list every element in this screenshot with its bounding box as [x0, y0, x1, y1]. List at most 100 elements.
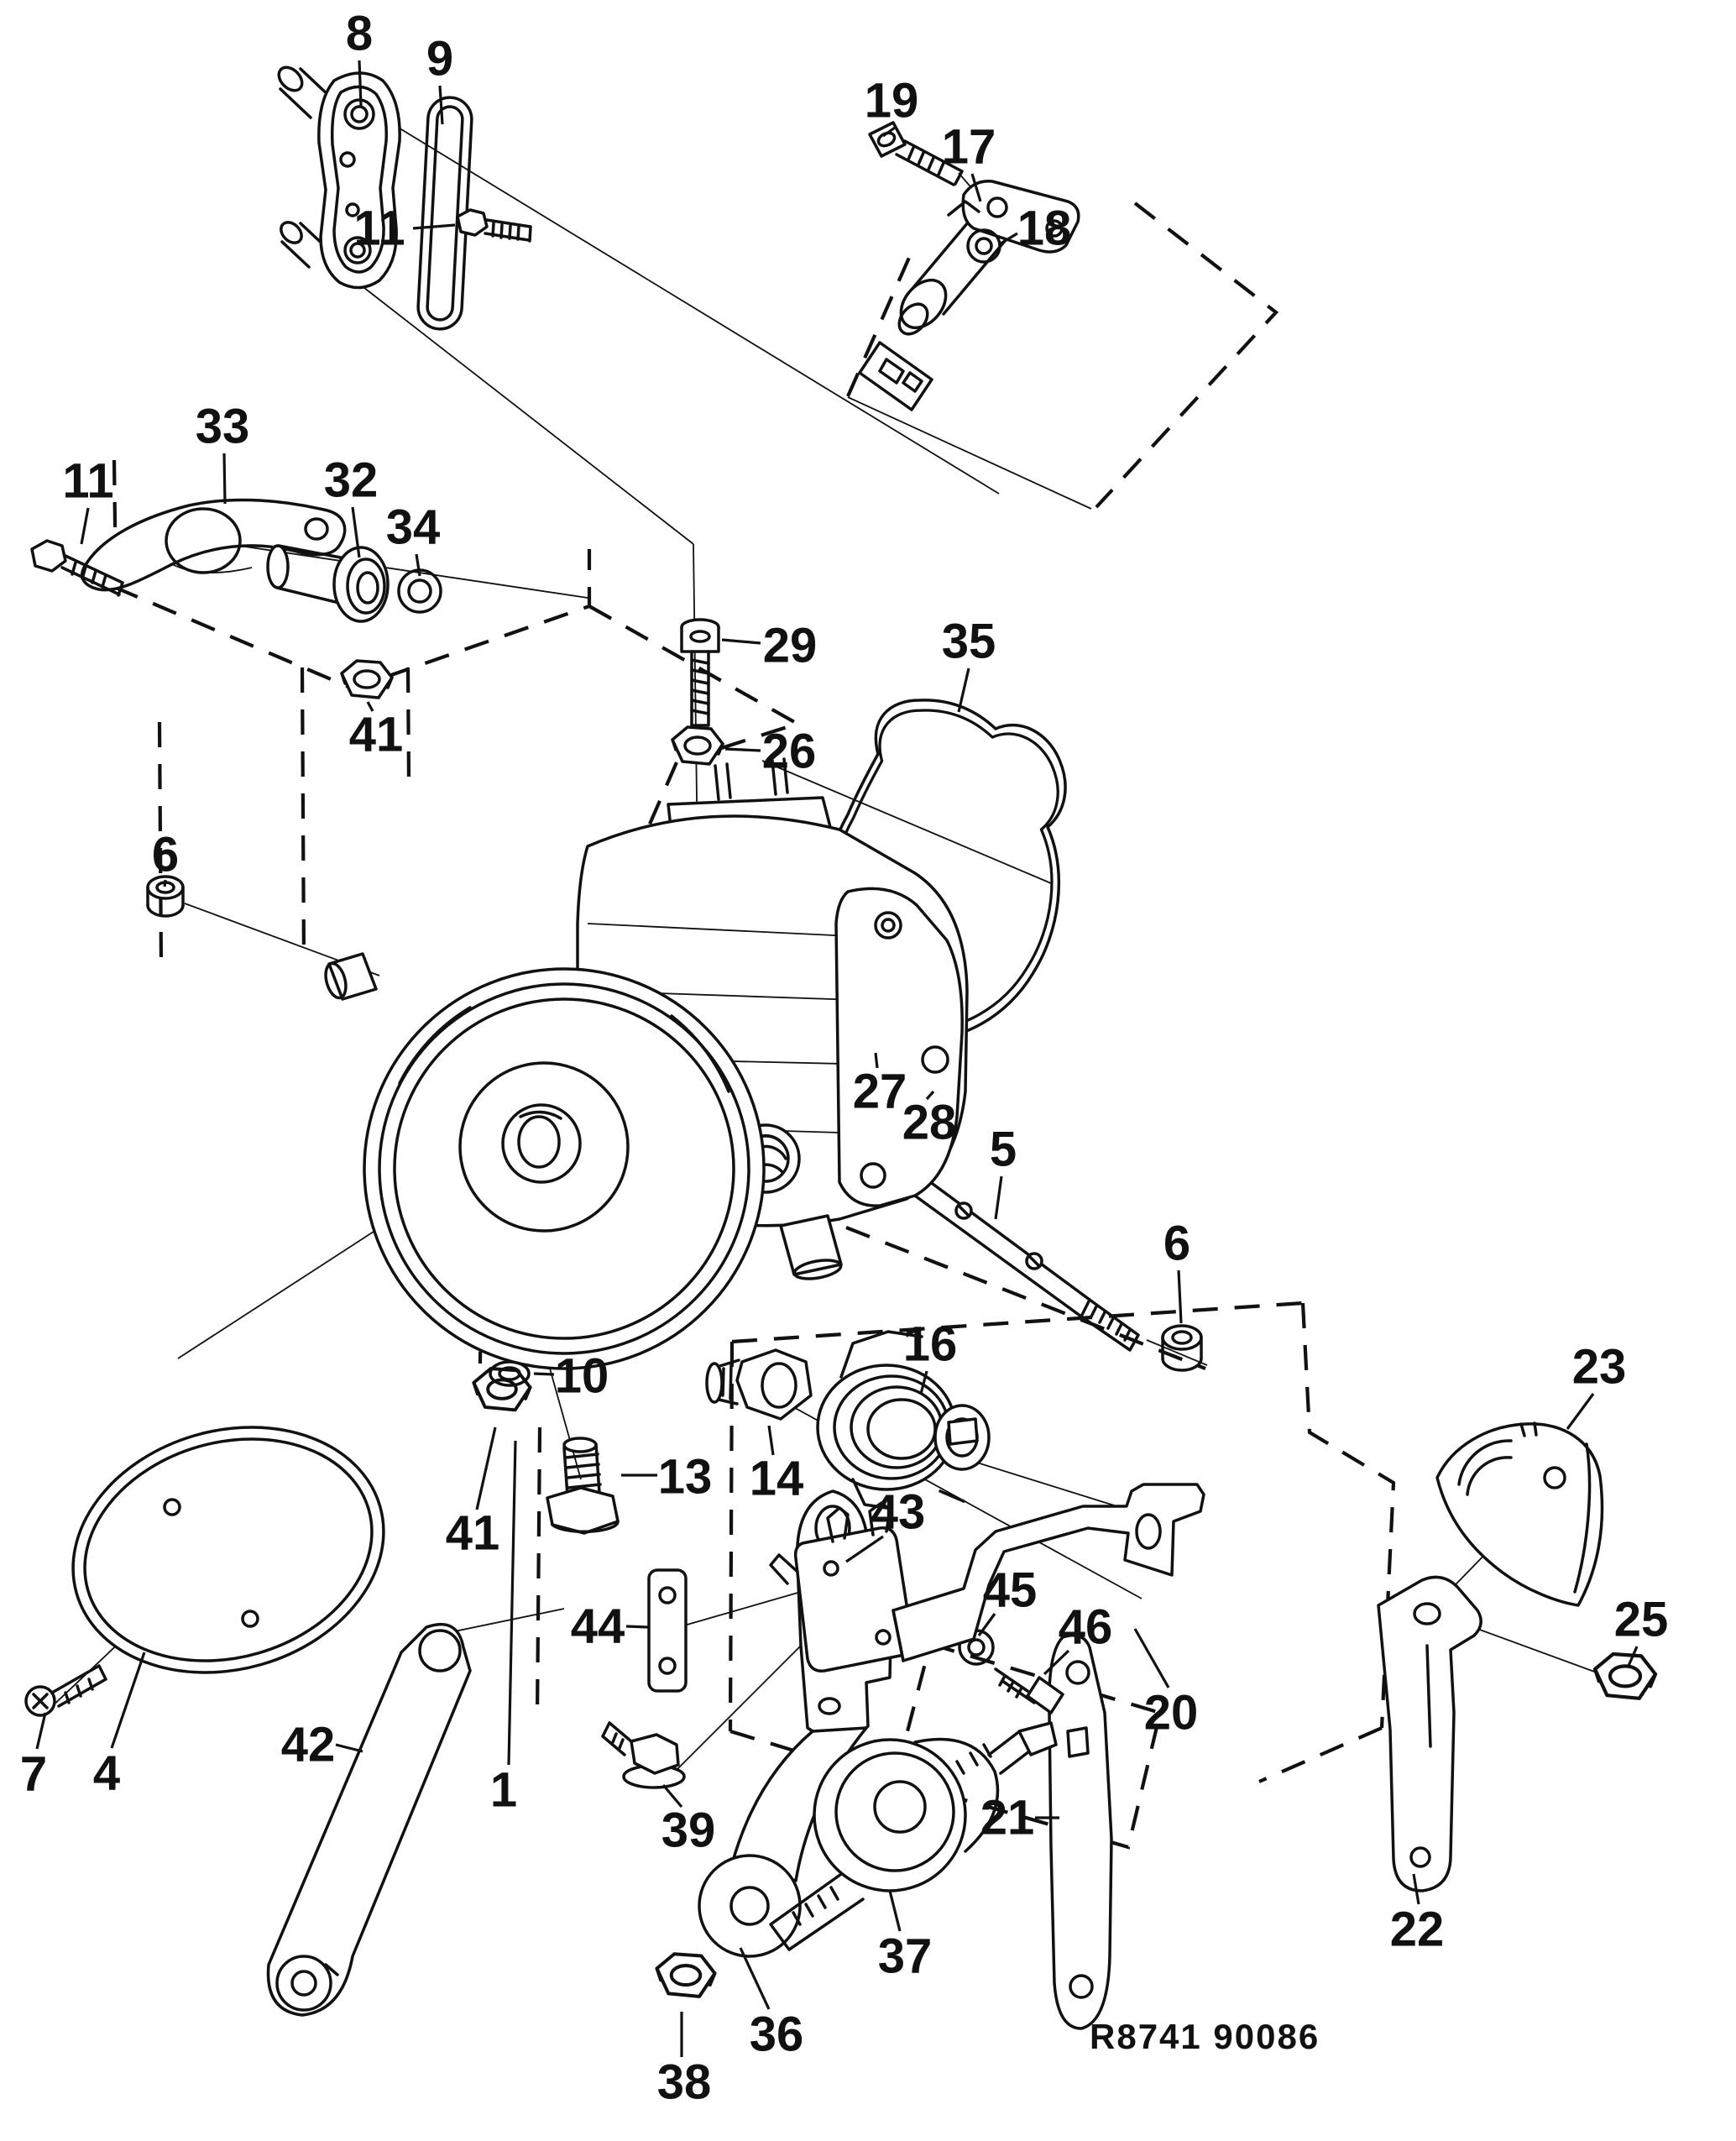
- drawing-ref: R8741 90086: [1090, 2017, 1320, 2056]
- callout-11-bracket-bolt: 11: [62, 454, 114, 545]
- callout-number: 18: [1017, 202, 1072, 256]
- callout-number: 36: [750, 2008, 804, 2062]
- part-quadrant-bracket: [1435, 1421, 1604, 1607]
- callout-number: 9: [426, 32, 453, 86]
- callout-leader-line: [475, 1426, 497, 1510]
- callout-23-quadrant-bracket: 23: [1566, 1340, 1626, 1430]
- callout-leader-line: [1177, 1269, 1183, 1324]
- callout-6-seal-grommet-right: 6: [1163, 1217, 1190, 1324]
- part-bushing-o-ring: [397, 568, 442, 614]
- callout-leader-line: [888, 1890, 902, 1932]
- callout-41-flange-nut-upper: 41: [349, 701, 403, 762]
- callout-leader-line: [625, 1625, 649, 1629]
- callout-17-solenoid-valve: 17: [942, 120, 996, 202]
- callout-leader-line: [724, 747, 761, 752]
- callout-number: 35: [942, 615, 996, 669]
- callout-number: 21: [980, 1791, 1035, 1845]
- callout-38-link-nut: 38: [657, 2012, 711, 2110]
- callout-leader-line: [919, 1370, 928, 1395]
- part-adjuster-arm: [266, 1622, 472, 2017]
- callout-number: 16: [903, 1317, 958, 1372]
- callout-number: 22: [1390, 1903, 1445, 1957]
- callout-7-cover-screw: 7: [20, 1712, 47, 1802]
- callout-number: 19: [865, 74, 919, 128]
- part-flange-screw: [601, 1721, 686, 1789]
- callout-number: 34: [386, 500, 441, 555]
- part-air-pump: [324, 757, 969, 1370]
- callout-leader-line: [222, 453, 227, 505]
- part-lever-bracket: [892, 1483, 1205, 1662]
- part-seal-grommet-right: [1161, 1324, 1203, 1372]
- callout-leader-line: [882, 126, 896, 138]
- callout-43-micro-switch: 43: [845, 1485, 926, 1563]
- callout-leader-line: [412, 223, 456, 230]
- callout-leader-line: [1000, 232, 1018, 245]
- callout-leader-line: [970, 173, 982, 202]
- callout-leader-line: [874, 1052, 879, 1069]
- callout-number: 7: [20, 1747, 47, 1802]
- callout-leader-line: [35, 1712, 47, 1750]
- part-solenoid-valve: [858, 180, 1080, 411]
- callout-leader-line: [366, 701, 374, 712]
- callout-number: 6: [1163, 1217, 1190, 1271]
- callout-19-valve-screw: 19: [865, 74, 919, 138]
- callout-leader-line: [845, 1535, 884, 1563]
- part-lock-nut: [671, 725, 724, 766]
- callout-leader-line: [358, 60, 363, 107]
- callout-leader-line: [507, 1440, 517, 1766]
- callout-45-switch-washer: 45: [977, 1563, 1038, 1636]
- callout-leader-line: [957, 667, 970, 713]
- callout-1-air-pump: 1: [490, 1440, 517, 1818]
- callout-42-adjuster-arm: 42: [281, 1718, 363, 1772]
- part-mounting-plate: [647, 1568, 688, 1693]
- part-bracket-bolt: [30, 539, 124, 597]
- callout-leader-line: [739, 1947, 771, 2010]
- callout-leader-line: [994, 1175, 1003, 1220]
- callout-leader-line: [661, 1783, 683, 1809]
- callout-leader-line: [110, 1652, 146, 1749]
- callout-leader-line: [415, 553, 421, 577]
- callout-number: 27: [853, 1065, 907, 1119]
- callout-number: 26: [762, 725, 817, 779]
- callout-leader-line: [1627, 1646, 1639, 1667]
- part-flange-nut-upper: [340, 659, 394, 699]
- callout-number: 45: [983, 1563, 1038, 1618]
- part-angle-bracket: [1377, 1575, 1482, 1892]
- callout-9-flange-o-ring: 9: [426, 32, 453, 125]
- callout-number: 11: [62, 454, 113, 509]
- callout-number: 41: [446, 1506, 500, 1561]
- part-cover-screw: [24, 1664, 107, 1717]
- callout-leader-line: [335, 1743, 363, 1753]
- callout-number: 14: [750, 1452, 804, 1506]
- callout-number: 28: [902, 1096, 957, 1150]
- callout-leader-line: [1412, 1873, 1420, 1905]
- callout-33-support-bracket: 33: [196, 400, 249, 505]
- callout-leader-line: [1133, 1628, 1170, 1688]
- callout-leader-line: [977, 1613, 996, 1636]
- callout-number: 10: [555, 1349, 609, 1404]
- callout-number: 20: [1144, 1686, 1199, 1741]
- callout-leader-line: [925, 1090, 935, 1101]
- callout-26-lock-nut: 26: [724, 725, 817, 779]
- callout-14-threaded-plug: 14: [750, 1425, 804, 1506]
- callout-25-bracket-nut: 25: [1614, 1593, 1668, 1667]
- callout-number: 11: [353, 202, 405, 256]
- callout-32-bearing-bushing: 32: [324, 453, 378, 558]
- part-threaded-plug: [705, 1348, 813, 1421]
- callout-number: 4: [93, 1746, 120, 1801]
- callout-16-magnet-coil: 16: [903, 1317, 958, 1395]
- callout-39-flange-screw: 39: [661, 1783, 715, 1858]
- callout-leader-line: [351, 506, 361, 558]
- part-link-nut: [657, 1954, 715, 1997]
- callout-36-link-arm: 36: [739, 1947, 804, 2062]
- callout-leader-line: [1043, 1649, 1070, 1676]
- part-switch-screw: [994, 1667, 1064, 1714]
- callout-number: 8: [346, 7, 373, 61]
- callout-number: 43: [871, 1485, 926, 1540]
- part-flange-bolt: [456, 208, 532, 243]
- callout-8-outlet-flange-plate: 8: [346, 7, 373, 107]
- part-outlet-flange-plate: [277, 65, 401, 290]
- callout-number: 37: [878, 1929, 933, 1984]
- callout-number: 17: [942, 120, 996, 175]
